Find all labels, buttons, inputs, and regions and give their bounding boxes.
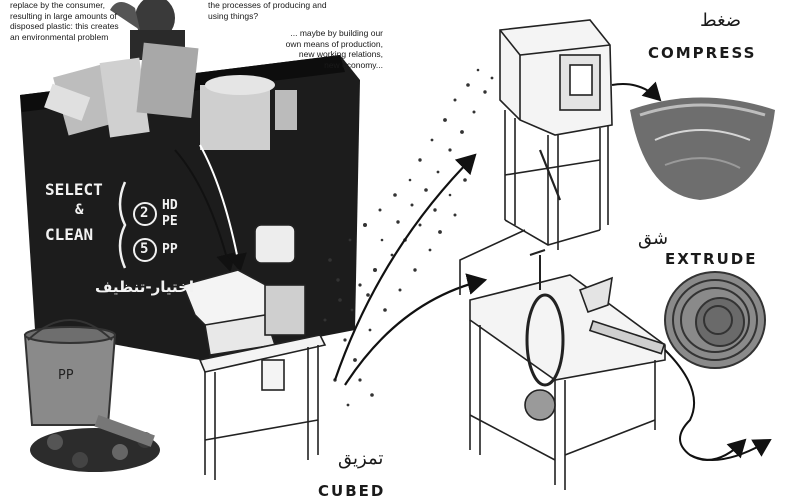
compressed-bowl — [630, 97, 775, 200]
plastic-flakes — [323, 68, 494, 407]
extruded-coil — [664, 271, 766, 369]
to-bowl-arrow — [611, 81, 662, 102]
bin-type-pe: PE — [162, 214, 178, 229]
bin-to-shredder-arrow-2 — [199, 144, 247, 272]
right-note: ... maybe by building our own means of p… — [285, 28, 383, 70]
bin-and-label: & — [75, 202, 84, 218]
bin-type-pp: PP — [162, 242, 178, 257]
extrude-output-line — [664, 349, 747, 461]
bin-arabic-label: اختيار-تنظيف — [95, 278, 195, 296]
bin-code-5: 5 — [140, 241, 149, 257]
extrude-arabic-label: شق — [638, 228, 669, 249]
shredder-machine — [181, 224, 327, 480]
shred-arabic-label: تمزيق — [338, 448, 384, 469]
left-note: replace by the consumer, resulting in la… — [10, 0, 119, 42]
middle-note: the processes of producing and using thi… — [208, 0, 327, 21]
to-compress-arrow — [333, 153, 477, 381]
compress-arabic-label: ضغط — [700, 10, 742, 31]
bucket-label: PP — [58, 368, 74, 383]
bin-clean-label: CLEAN — [45, 225, 94, 244]
bin-select-label: SELECT — [45, 180, 103, 199]
extruder-machine — [459, 229, 666, 490]
extrude-label: EXTRUDE — [665, 250, 758, 268]
sorting-bin — [20, 42, 360, 360]
to-extrude-arrow — [344, 273, 488, 386]
compress-label: COMPRESS — [648, 44, 757, 62]
bin-code-2: 2 — [140, 205, 149, 221]
extrude-output-arrow — [689, 438, 772, 461]
bin-to-shredder-arrow-1 — [174, 149, 236, 272]
compress-machine — [499, 19, 613, 250]
bin-type-hd: HD — [162, 198, 178, 213]
shred-label: CUBED — [318, 482, 386, 500]
pp-bucket — [23, 319, 160, 472]
